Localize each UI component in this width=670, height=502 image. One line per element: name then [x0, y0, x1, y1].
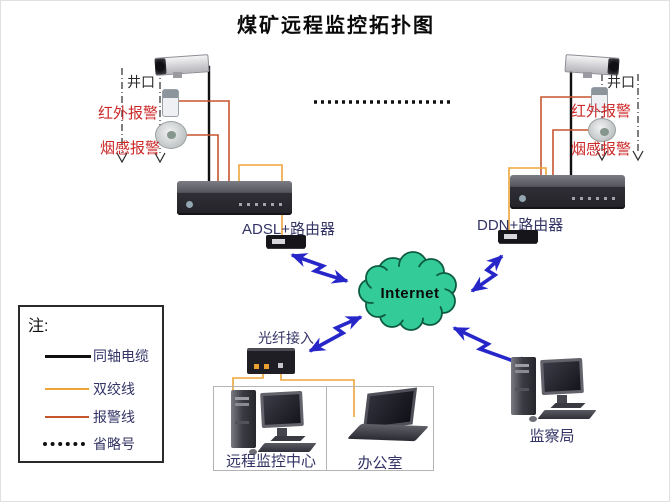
laptop-icon	[347, 387, 431, 449]
right-wellhead-label: 井口	[607, 74, 635, 90]
smoke-detector-icon	[155, 121, 187, 149]
supervision-bureau-label: 监察局	[529, 428, 575, 445]
legend-alarm-label: 报警线	[93, 409, 135, 425]
right-smoke-alarm-label: 烟感报警	[571, 141, 632, 158]
legend-ellipsis-label: 省略号	[93, 436, 135, 452]
left-smoke-alarm-label: 烟感报警	[100, 140, 161, 157]
legend-twisted-pair-line-sample	[45, 388, 89, 390]
office-cell	[325, 387, 433, 470]
desktop-computer-icon	[229, 388, 321, 456]
office-label: 办公室	[357, 455, 403, 472]
infrared-sensor-icon	[162, 89, 179, 117]
internet-cloud-shape	[358, 251, 457, 331]
left-infrared-alarm-label: 红外报警	[98, 105, 159, 122]
cctv-camera-icon	[557, 53, 620, 79]
legend-ellipsis-line-sample	[43, 442, 85, 446]
adsl-router-label: ADSL+路由器	[242, 221, 335, 238]
lightning-link-internet-bureau	[452, 326, 535, 370]
alarm-lines	[177, 96, 593, 182]
legend-title: 注:	[28, 318, 49, 335]
left-wellhead-label: 井口	[127, 74, 155, 90]
ddn-modem-icon	[498, 230, 538, 243]
page-title: 煤矿远程监控拓扑图	[237, 15, 435, 37]
ddn-router-icon	[510, 175, 625, 209]
legend-twisted-pair-label: 双绞线	[93, 381, 135, 397]
adsl-modem-icon	[266, 235, 306, 248]
lightning-link-ddn-internet	[470, 254, 504, 293]
monitoring-center-label: 远程监控中心	[225, 453, 316, 470]
smoke-detector-icon	[588, 118, 616, 142]
legend-alarm-line-sample	[45, 416, 89, 418]
desktop-computer-icon	[509, 355, 601, 423]
legend-coaxial-label: 同轴电缆	[93, 348, 149, 364]
internet-label: Internet	[380, 285, 440, 302]
legend-coaxial-line-sample	[45, 355, 91, 358]
wellhead-dashdot-lines	[116, 68, 644, 164]
infrared-sensor-icon	[591, 87, 608, 112]
camera-lens	[154, 58, 167, 75]
cctv-camera-icon	[147, 53, 210, 79]
legend-box: 注: 同轴电缆 双绞线 报警线 省略号	[18, 305, 164, 463]
lightning-links	[290, 253, 535, 370]
ddn-router-label: DDN+路由器	[477, 217, 564, 234]
fiber-access-label: 光纤接入	[258, 330, 314, 346]
right-infrared-alarm-label: 红外报警	[571, 103, 632, 120]
lightning-link-internet-fiber	[308, 315, 363, 353]
fiber-access-device-icon	[247, 348, 295, 374]
lightning-link-adsl-internet	[290, 253, 349, 284]
adsl-router-icon	[177, 181, 292, 215]
lan-group-box	[213, 386, 434, 471]
